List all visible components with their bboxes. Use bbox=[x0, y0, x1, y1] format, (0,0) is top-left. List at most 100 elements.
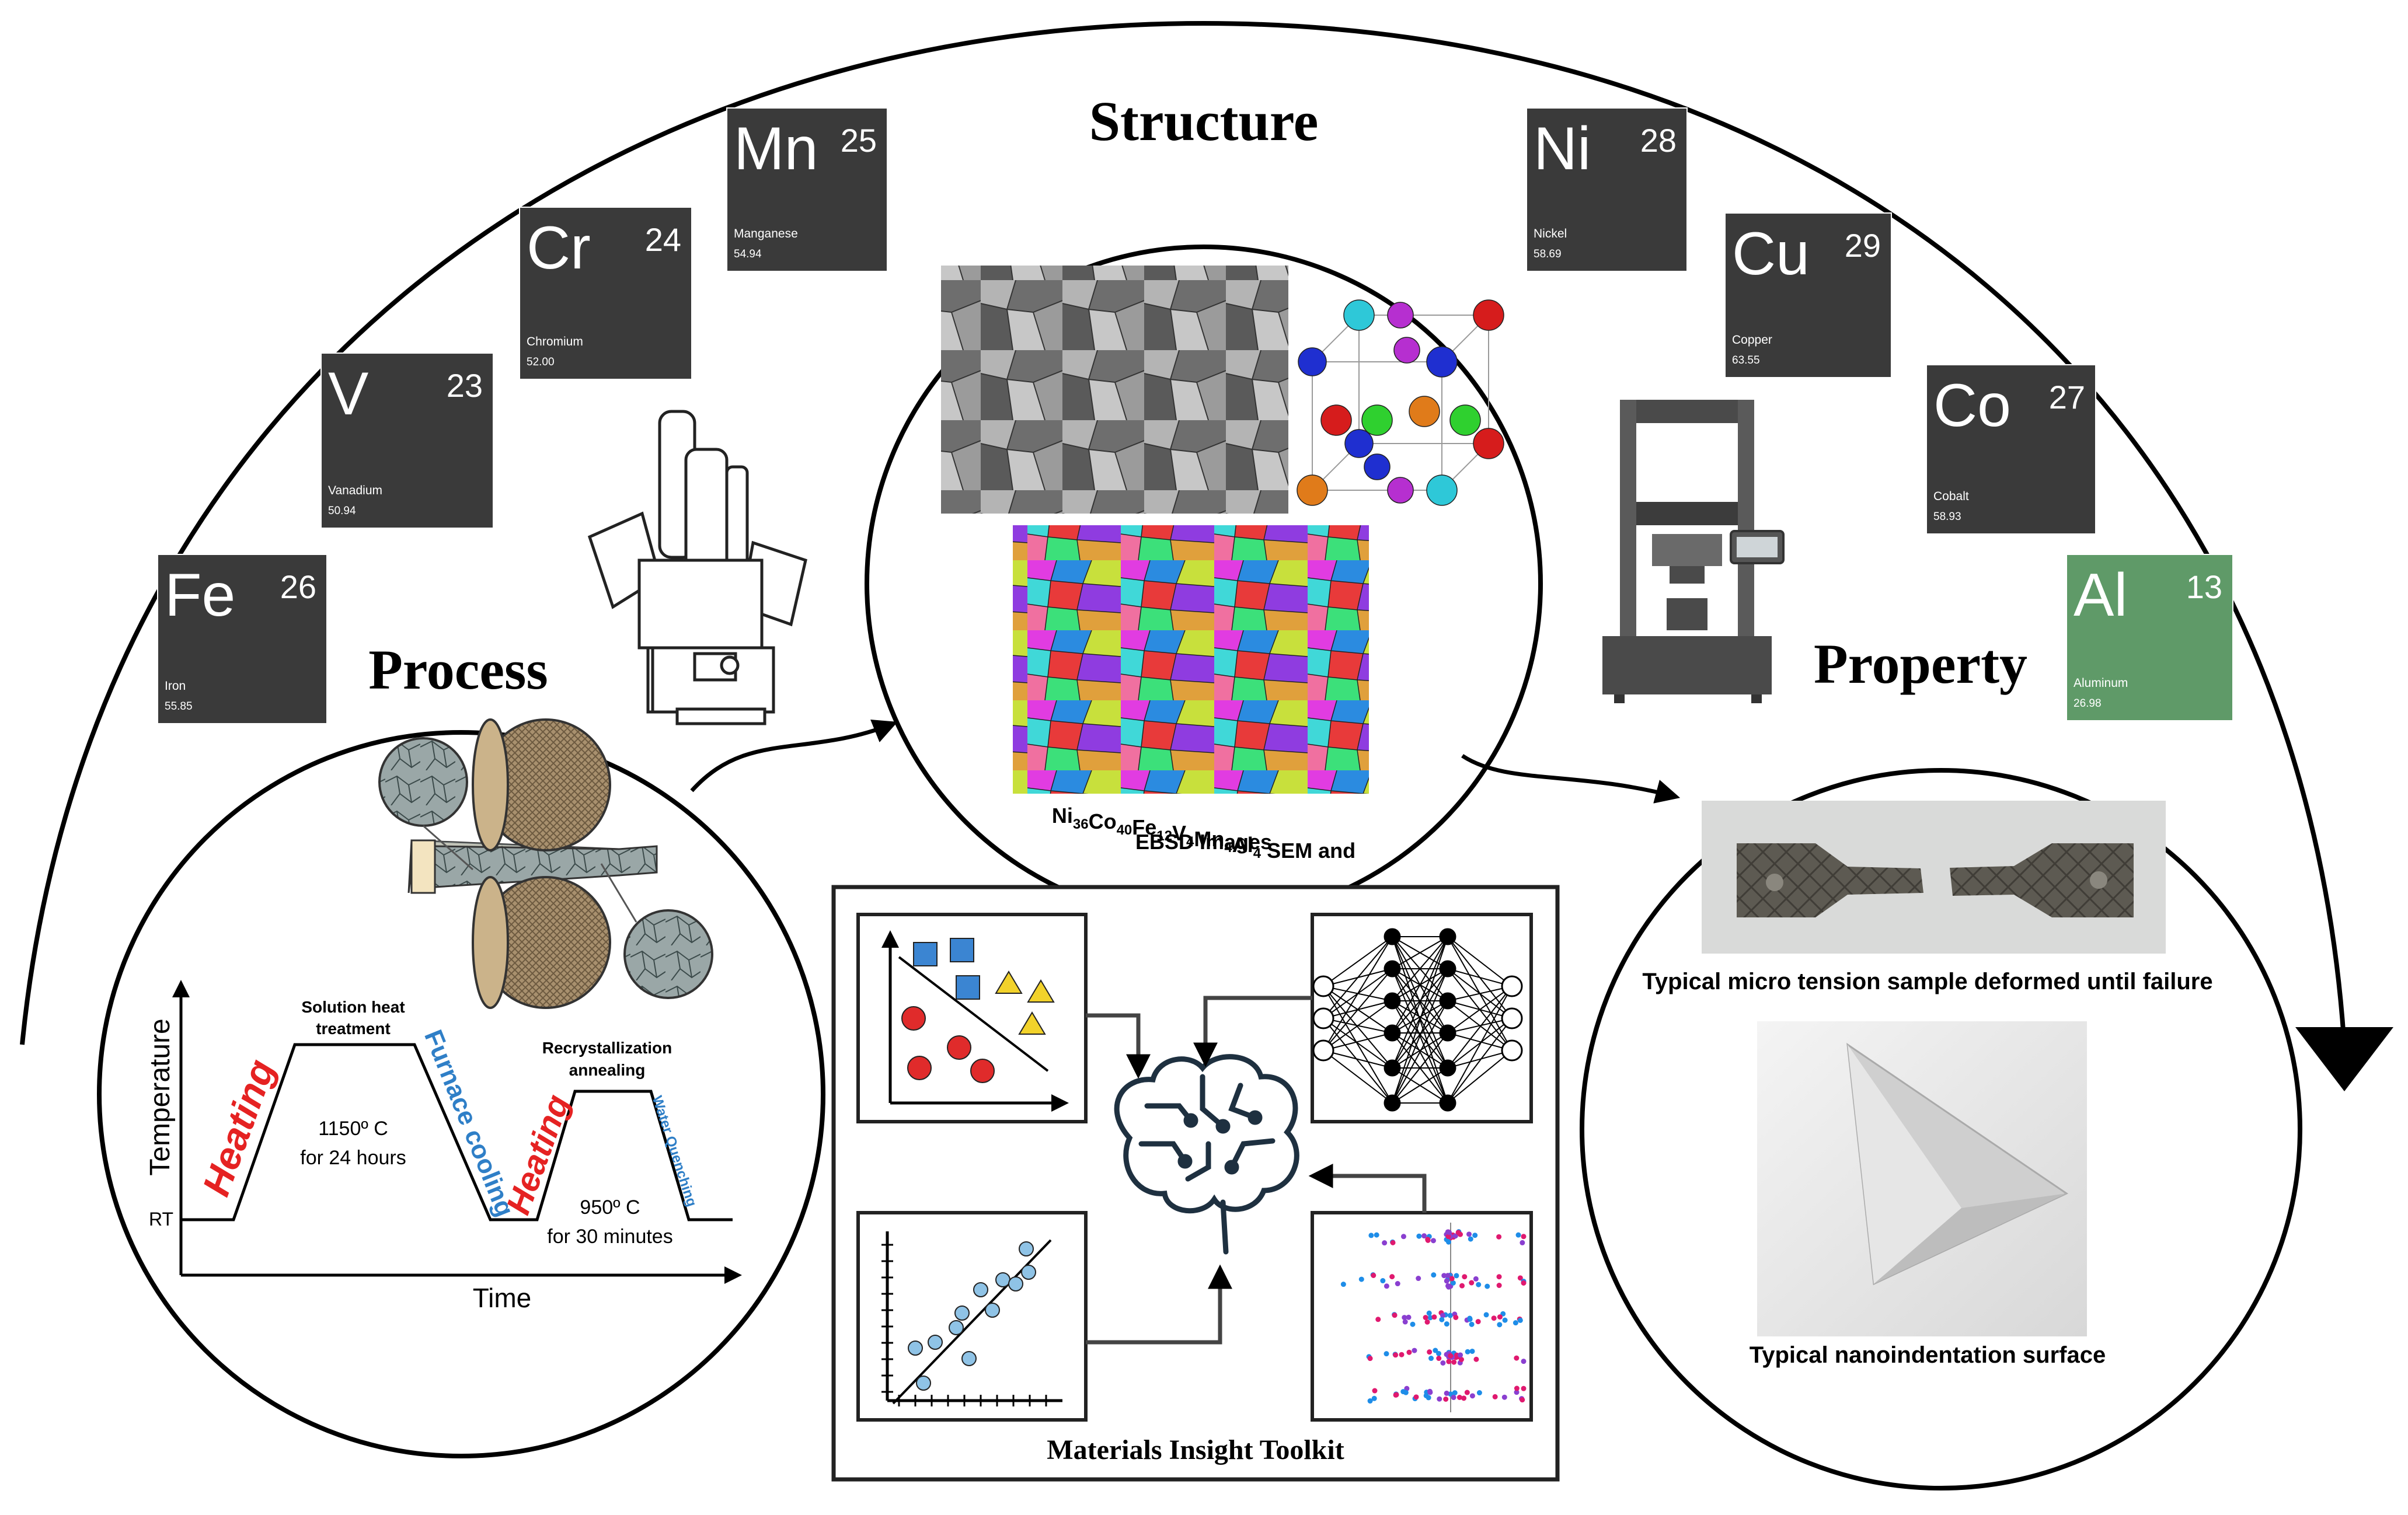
element-symbol: Al bbox=[2074, 561, 2127, 629]
element-symbol: Fe bbox=[165, 561, 235, 629]
composition-element: Fe bbox=[1132, 815, 1156, 839]
shap-point bbox=[1520, 1240, 1525, 1245]
chart-ylabel: Temperature bbox=[145, 1018, 176, 1175]
shap-point bbox=[1514, 1385, 1520, 1391]
composition-subscript: 4 bbox=[1186, 834, 1194, 850]
shap-point bbox=[1517, 1317, 1523, 1323]
shap-point bbox=[1430, 1238, 1436, 1244]
nn-node bbox=[1501, 975, 1523, 997]
composition-element: Al bbox=[1232, 833, 1253, 857]
nn-edge bbox=[1447, 986, 1513, 1104]
shap-point bbox=[1427, 1349, 1433, 1355]
recryst-time: for 30 minutes bbox=[547, 1226, 672, 1248]
regression-panel bbox=[856, 1211, 1088, 1422]
shap-point bbox=[1444, 1278, 1449, 1284]
shap-point bbox=[1475, 1319, 1481, 1325]
solution-temp: 1150º C bbox=[318, 1118, 388, 1140]
shap-point bbox=[1433, 1348, 1438, 1353]
element-name: Copper bbox=[1732, 333, 1772, 347]
nn-edge bbox=[1323, 986, 1393, 1104]
toolkit-title: Materials Insight Toolkit bbox=[1047, 1434, 1344, 1465]
nn-edge bbox=[1323, 1032, 1393, 1051]
shap-point bbox=[1400, 1234, 1406, 1240]
shap-point bbox=[1496, 1274, 1502, 1280]
shap-point bbox=[1469, 1393, 1475, 1399]
element-number: 28 bbox=[1640, 122, 1677, 159]
tension-sample-icon bbox=[1737, 843, 2134, 917]
shap-point bbox=[1469, 1348, 1475, 1354]
nn-node bbox=[1439, 960, 1456, 978]
nn-node bbox=[1312, 975, 1334, 997]
nn-edge bbox=[1447, 986, 1513, 1069]
nn-edge bbox=[1323, 936, 1393, 1051]
composition-suffix: SEM and bbox=[1261, 839, 1355, 863]
nn-edge bbox=[1392, 968, 1448, 1104]
solution-time: for 24 hours bbox=[300, 1147, 406, 1169]
element-number: 29 bbox=[1845, 227, 1881, 264]
shap-point bbox=[1473, 1276, 1479, 1282]
element-mass: 50.94 bbox=[328, 505, 356, 517]
structure-to-property-arrow bbox=[1461, 754, 1681, 804]
nn-node bbox=[1384, 992, 1401, 1010]
nn-edge bbox=[1447, 986, 1513, 1001]
toolkit-connectors bbox=[1086, 996, 1427, 1345]
nn-edge bbox=[1447, 986, 1513, 1034]
nn-node bbox=[1384, 1024, 1401, 1042]
shap-point bbox=[1389, 1274, 1395, 1280]
nn-edge bbox=[1447, 1018, 1513, 1069]
element-name: Manganese bbox=[734, 227, 798, 240]
shap-point bbox=[1410, 1321, 1416, 1327]
element-name: Nickel bbox=[1534, 227, 1567, 240]
shap-point bbox=[1450, 1280, 1456, 1286]
element-name: Cobalt bbox=[1933, 490, 1969, 503]
element-mass: 58.93 bbox=[1933, 511, 1961, 523]
rolling-mill-icon bbox=[378, 718, 713, 1009]
shap-point bbox=[1492, 1394, 1498, 1399]
shap-point bbox=[1441, 1273, 1447, 1279]
fcc-unit-cell-icon bbox=[1297, 299, 1504, 506]
shap-point bbox=[1517, 1275, 1523, 1281]
nn-node bbox=[1312, 1039, 1334, 1062]
shap-point bbox=[1502, 1317, 1508, 1323]
nn-edge bbox=[1323, 1000, 1393, 1051]
shap-point bbox=[1372, 1388, 1378, 1394]
shap-point bbox=[1445, 1273, 1451, 1279]
shap-point bbox=[1431, 1314, 1437, 1320]
shap-point bbox=[1515, 1232, 1521, 1238]
shap-point bbox=[1446, 1239, 1452, 1245]
solution-label-2: treatment bbox=[316, 1020, 391, 1038]
shap-point bbox=[1416, 1276, 1421, 1282]
element-mass: 55.85 bbox=[165, 700, 193, 713]
composition-element: Co bbox=[1089, 809, 1117, 833]
shap-point bbox=[1476, 1282, 1482, 1287]
neural-network-panel bbox=[1311, 913, 1533, 1123]
nn-node bbox=[1384, 960, 1401, 978]
nn-edge bbox=[1323, 936, 1393, 987]
element-number: 13 bbox=[2186, 568, 2222, 605]
shap-point bbox=[1428, 1356, 1434, 1362]
element-name: Chromium bbox=[527, 335, 583, 348]
shap-point bbox=[1402, 1319, 1408, 1325]
shap-point bbox=[1371, 1273, 1377, 1279]
shap-point bbox=[1473, 1356, 1479, 1362]
temperature-profile bbox=[181, 1043, 733, 1221]
composition-subscript: 4 bbox=[1224, 840, 1232, 856]
nn-node bbox=[1312, 1007, 1334, 1029]
composition-subscript: 40 bbox=[1117, 822, 1132, 838]
element-mass: 52.00 bbox=[527, 356, 555, 368]
nn-edge bbox=[1392, 1067, 1448, 1104]
element-symbol: Cr bbox=[527, 214, 591, 282]
shap-point bbox=[1447, 1312, 1453, 1318]
shap-point bbox=[1469, 1321, 1475, 1327]
shap-point bbox=[1468, 1236, 1473, 1242]
nn-edge bbox=[1392, 1000, 1448, 1034]
shap-point bbox=[1440, 1312, 1446, 1318]
nn-edge bbox=[1447, 1018, 1513, 1034]
shap-point bbox=[1484, 1283, 1490, 1289]
shap-point bbox=[1452, 1390, 1458, 1396]
shap-point bbox=[1367, 1356, 1373, 1362]
shap-point bbox=[1464, 1390, 1470, 1395]
